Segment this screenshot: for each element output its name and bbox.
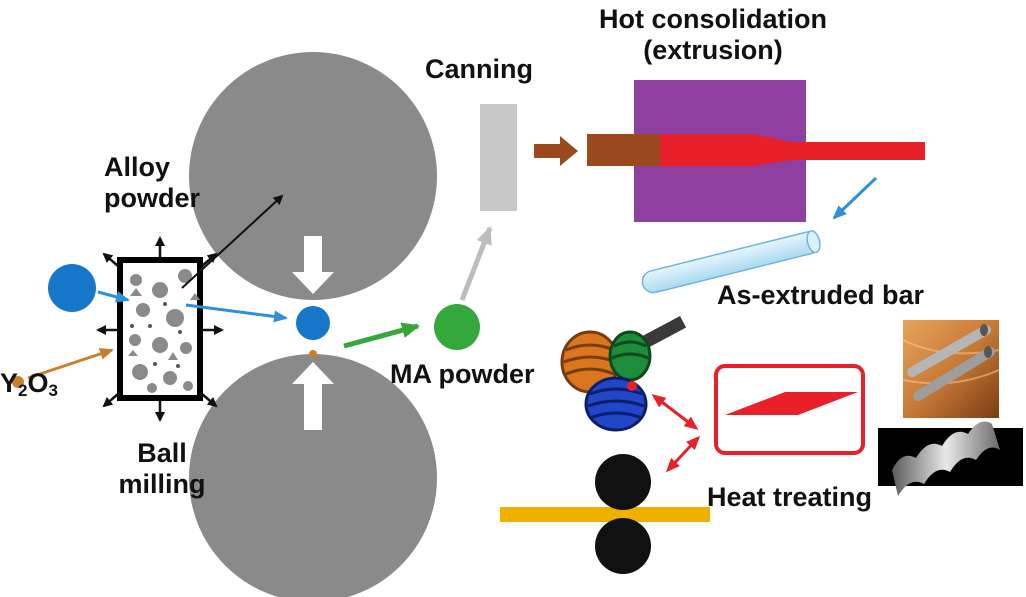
upper-mill-roller [189,52,437,300]
alloy-powder-particle [48,264,96,312]
y2o3-particle [12,376,24,388]
as-extruded-bar-label: As-extruded bar [717,280,925,310]
y2o3-input-arrow [27,348,114,380]
agitation-arrows [96,236,224,422]
ball-milling-container [117,257,203,401]
to-canning-arrow [459,226,493,301]
as-extruded-bar [641,230,821,294]
rolling-heat-arrow-upper [651,394,699,430]
downward-pressure-arrow [292,236,334,294]
alloy-powder-line2: powder [104,183,201,214]
sheet-products-photo [878,421,1023,496]
y2o3-label: Y2O3 [0,368,58,400]
ball-milling-label: Ball milling [102,438,222,500]
pilger-rolling-mill [560,316,687,432]
mill-output-arrow [185,303,288,323]
ball-milling-line1: Ball [137,438,187,468]
milled-particle-blue [296,306,330,340]
lower-mill-roller [189,354,437,597]
upward-pressure-arrow [292,362,334,430]
billet [587,134,660,166]
heat-treating-label: Heat treating [707,482,873,512]
heat-treated-sheet [725,392,858,415]
alloy-input-arrow [97,290,130,303]
ball-milling-line2: milling [118,469,206,500]
to-bar-arrow [832,176,878,220]
ma-powder-arrow [343,322,420,349]
flat-rolling-mill [500,454,710,574]
ma-powder-label: MA powder [390,359,535,389]
alloy-powder-label: Alloy powder [104,152,200,214]
alloy-powder-pointer [181,194,284,289]
hot-consolidation-line1: Hot consolidation [599,4,827,34]
to-extrusion-arrow [534,136,578,166]
can [480,104,517,211]
extruded-material [660,134,925,166]
hot-consolidation-label: Hot consolidation (extrusion) [578,4,848,66]
milled-particle-oxide [309,350,317,358]
canning-label: Canning [425,54,533,84]
ma-powder-particle [434,304,480,350]
hot-consolidation-line2: (extrusion) [643,35,783,66]
rolling-heat-arrow-lower [665,435,701,473]
alloy-powder-line1: Alloy [104,152,171,182]
tube-products-photo [902,320,1000,418]
